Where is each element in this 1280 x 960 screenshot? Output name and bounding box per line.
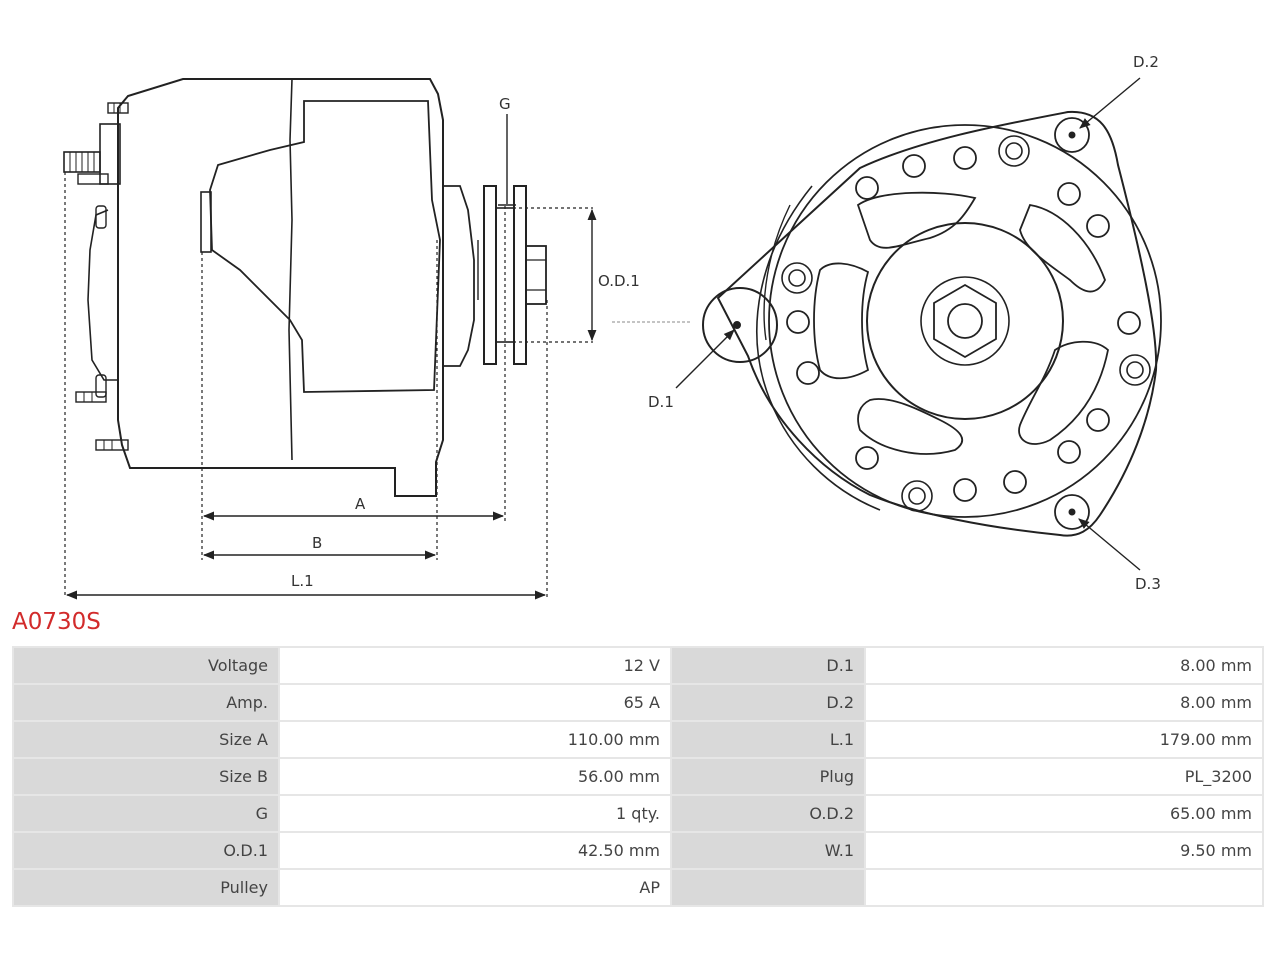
dimension-lines bbox=[65, 114, 597, 600]
screw-heads bbox=[781, 135, 1151, 512]
spec-label: Amp. bbox=[14, 685, 278, 720]
label-g: G bbox=[499, 95, 511, 113]
shaft-nut bbox=[525, 245, 547, 305]
spec-value: 12 V bbox=[280, 648, 670, 683]
label-od1: O.D.1 bbox=[598, 272, 640, 290]
housing-outline bbox=[117, 78, 444, 497]
spec-label: Pulley bbox=[14, 870, 278, 905]
spec-label: Plug bbox=[672, 759, 864, 794]
spec-value: 179.00 mm bbox=[866, 722, 1262, 757]
label-b: B bbox=[312, 534, 322, 552]
leader-d3 bbox=[1078, 518, 1141, 571]
dimension-extension-lines bbox=[64, 172, 593, 598]
spec-value: 110.00 mm bbox=[280, 722, 670, 757]
mount-lug-d1 bbox=[702, 287, 778, 363]
spec-label bbox=[672, 870, 864, 905]
spec-label: Size A bbox=[14, 722, 278, 757]
spec-label: D.2 bbox=[672, 685, 864, 720]
spec-value: PL_3200 bbox=[866, 759, 1262, 794]
spec-label: O.D.2 bbox=[672, 796, 864, 831]
spec-value: 42.50 mm bbox=[280, 833, 670, 868]
bolt-hole-d3 bbox=[1054, 494, 1090, 530]
spec-value: 1 qty. bbox=[280, 796, 670, 831]
label-d1: D.1 bbox=[648, 393, 674, 411]
alternator-technical-drawing: G O.D.1 A B L.1 bbox=[63, 53, 1162, 600]
rear-bolt-3 bbox=[77, 173, 109, 185]
bolt-hole-d2 bbox=[1054, 117, 1090, 153]
spec-label: Size B bbox=[14, 759, 278, 794]
label-a: A bbox=[355, 495, 366, 513]
rotor-ring bbox=[768, 124, 1162, 518]
pulley-disc-2 bbox=[513, 185, 527, 365]
side-view bbox=[63, 78, 547, 497]
spec-label: Voltage bbox=[14, 648, 278, 683]
label-d3: D.3 bbox=[1135, 575, 1161, 593]
flange-holes bbox=[786, 146, 1141, 502]
spec-label: O.D.1 bbox=[14, 833, 278, 868]
leader-d1 bbox=[675, 329, 735, 389]
housing-window bbox=[209, 100, 441, 393]
part-code-title: A0730S bbox=[12, 609, 101, 635]
spec-value: 8.00 mm bbox=[866, 648, 1262, 683]
spec-value: AP bbox=[280, 870, 670, 905]
pulley-disc-1 bbox=[483, 185, 497, 365]
spec-value: 65 A bbox=[280, 685, 670, 720]
rear-bolt-1 bbox=[107, 102, 129, 114]
front-flange-outline bbox=[716, 110, 1158, 537]
spec-value: 8.00 mm bbox=[866, 685, 1262, 720]
label-l1: L.1 bbox=[291, 572, 314, 590]
hex-nut bbox=[933, 283, 997, 359]
leader-d2 bbox=[1079, 77, 1141, 129]
label-d2: D.2 bbox=[1133, 53, 1159, 71]
spec-label: L.1 bbox=[672, 722, 864, 757]
spec-value: 56.00 mm bbox=[280, 759, 670, 794]
front-view bbox=[702, 110, 1162, 537]
spec-value: 9.50 mm bbox=[866, 833, 1262, 868]
rear-bolt-4 bbox=[75, 391, 107, 403]
spec-value bbox=[866, 870, 1262, 905]
spec-label: G bbox=[14, 796, 278, 831]
spec-label: W.1 bbox=[672, 833, 864, 868]
spec-label: D.1 bbox=[672, 648, 864, 683]
spec-value: 65.00 mm bbox=[866, 796, 1262, 831]
pulley-hub bbox=[866, 222, 1064, 420]
